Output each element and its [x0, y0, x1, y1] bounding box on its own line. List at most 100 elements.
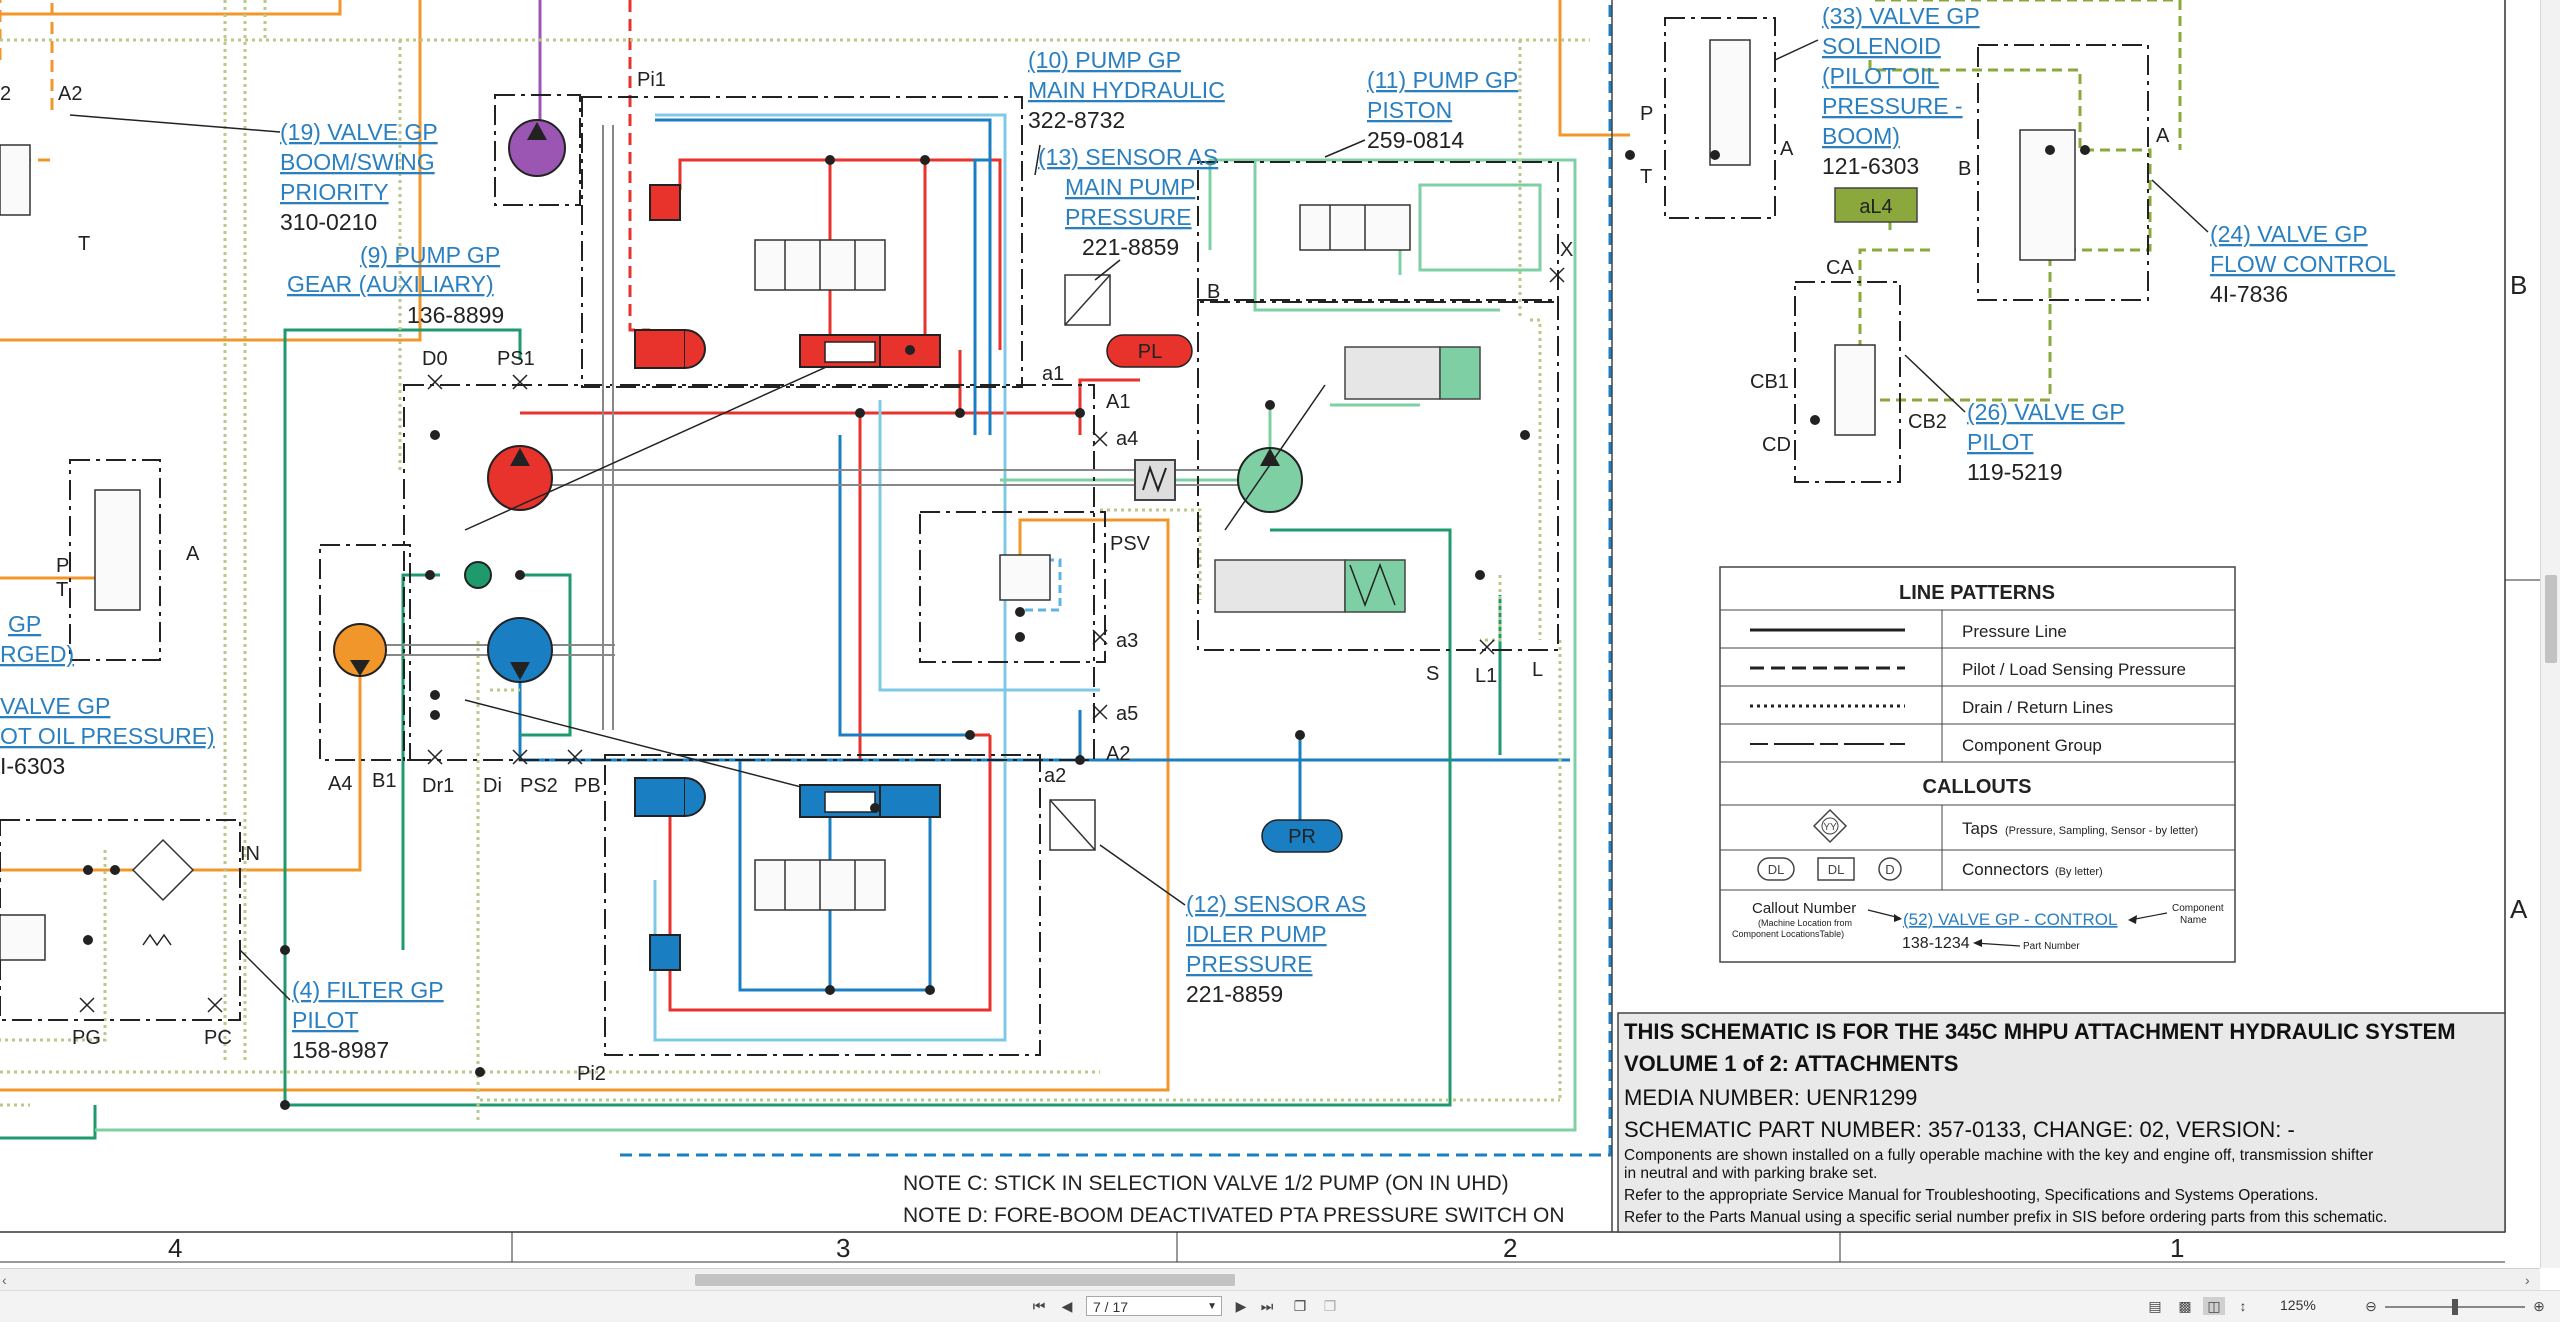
- callout-33-line4[interactable]: PRESSURE -: [1822, 93, 1963, 119]
- legend-connector-1: DL: [1768, 862, 1785, 877]
- callout-left-a[interactable]: GP: [8, 611, 41, 637]
- callout-12-line2[interactable]: IDLER PUMP: [1186, 921, 1327, 947]
- title-line7: Refer to the appropriate Service Manual …: [1624, 1187, 2318, 1204]
- part-11: 259-0814: [1367, 127, 1464, 153]
- legend-connectors-label: Connectors: [1962, 860, 2049, 879]
- vertical-scroll-thumb[interactable]: [2545, 575, 2557, 663]
- callout-33[interactable]: (33) VALVE GP: [1822, 3, 1980, 29]
- continuous-view-icon[interactable]: ▩: [2178, 1298, 2192, 1314]
- view-copy-icon[interactable]: ❐: [1293, 1298, 1307, 1314]
- callout-12[interactable]: (12) SENSOR AS: [1186, 891, 1366, 917]
- title-line1: THIS SCHEMATIC IS FOR THE 345C MHPU ATTA…: [1624, 1019, 2456, 1044]
- callout-19-line2[interactable]: BOOM/SWING: [280, 149, 435, 175]
- tag-pr: PR: [1288, 826, 1316, 848]
- callout-33-line3[interactable]: (PILOT OIL: [1822, 63, 1939, 89]
- label-pc: PC: [204, 1027, 232, 1049]
- callout-4-line2[interactable]: PILOT: [292, 1007, 358, 1033]
- zoom-in-icon[interactable]: ⊕: [2533, 1298, 2545, 1314]
- part-33: 121-6303: [1822, 153, 1919, 179]
- vertical-scrollbar[interactable]: [2540, 0, 2560, 1268]
- label-cb1: CB1: [1750, 371, 1789, 393]
- title-line4: SCHEMATIC PART NUMBER: 357-0133, CHANGE:…: [1624, 1117, 2295, 1142]
- schematic-sheet: PL PR aL4 (19) VALVE GP BOOM/SWING PRIOR…: [0, 0, 2540, 1263]
- legend-line-patterns: YY DL DL D LINE PATTERNS Pressure Line P…: [1719, 566, 2236, 963]
- label-b: B: [1207, 281, 1220, 303]
- part-24: 4I-7836: [2210, 281, 2288, 307]
- horizontal-scroll-thumb[interactable]: [695, 1274, 1235, 1286]
- page-number-field[interactable]: 7 / 17 ▼: [1086, 1296, 1222, 1316]
- legend-example-part: 138-1234: [1902, 935, 1970, 952]
- callout-24[interactable]: (24) VALVE GP: [2210, 221, 2368, 247]
- callout-13-line2[interactable]: MAIN PUMP: [1065, 174, 1195, 200]
- callout-33-line2[interactable]: SOLENOID: [1822, 33, 1941, 59]
- callout-10-line2[interactable]: MAIN HYDRAULIC: [1028, 77, 1225, 103]
- label-b24: B: [1958, 158, 1971, 180]
- callout-33-line5[interactable]: BOOM): [1822, 123, 1900, 149]
- callout-left-b[interactable]: VALVE GP: [0, 693, 110, 719]
- part-4: 158-8987: [292, 1037, 389, 1063]
- callout-4[interactable]: (4) FILTER GP: [292, 977, 444, 1003]
- previous-page-icon[interactable]: ◀: [1061, 1298, 1073, 1314]
- label-A1: A1: [1106, 391, 1130, 413]
- label-x: X: [1560, 239, 1573, 261]
- page-dropdown-icon[interactable]: ▼: [1207, 1301, 1217, 1312]
- label-a24: A: [2156, 125, 2170, 147]
- callout-9-line2[interactable]: GEAR (AUXILIARY): [287, 271, 494, 297]
- legend-callouts-title: CALLOUTS: [1923, 776, 2032, 798]
- callout-11-line2[interactable]: PISTON: [1367, 97, 1452, 123]
- legend-callout-number: Callout Number: [1752, 900, 1856, 917]
- label-a33: A: [1780, 138, 1794, 160]
- first-page-icon[interactable]: ⏮: [1032, 1298, 1046, 1314]
- label-pi1: Pi1: [637, 69, 666, 91]
- label-l1: L1: [1475, 665, 1497, 687]
- label-a2: a2: [1044, 765, 1066, 787]
- zoom-out-icon[interactable]: ⊖: [2365, 1298, 2377, 1314]
- legend-example-callout[interactable]: (52) VALVE GP - CONTROL: [1903, 910, 2117, 929]
- legend-row-pressure: Pressure Line: [1962, 622, 2067, 641]
- callout-13-line3[interactable]: PRESSURE: [1065, 204, 1192, 230]
- label-ps1: PS1: [497, 348, 535, 370]
- label-pb: PB: [574, 775, 601, 797]
- legend-callout-sub2: Component LocationsTable): [1732, 929, 1844, 939]
- legend-row-drain: Drain / Return Lines: [1962, 698, 2113, 717]
- legend-taps-symbol: YY: [1823, 822, 1837, 833]
- callout-13[interactable]: (13) SENSOR AS: [1038, 144, 1218, 170]
- label-t33: T: [1640, 166, 1652, 188]
- callout-11[interactable]: (11) PUMP GP: [1367, 67, 1518, 93]
- grid-row-b: B: [2510, 270, 2527, 300]
- two-page-view-icon[interactable]: ◫: [2203, 1297, 2225, 1315]
- legend-connector-3: D: [1885, 862, 1894, 877]
- horizontal-scrollbar[interactable]: ‹ ›: [0, 1268, 2540, 1291]
- callout-left-b-line2[interactable]: OT OIL PRESSURE): [0, 723, 215, 749]
- zoom-slider-handle[interactable]: [2452, 1299, 2458, 1315]
- label-in: IN: [240, 843, 260, 865]
- callout-26[interactable]: (26) VALVE GP: [1967, 399, 2125, 425]
- label-di: Di: [483, 775, 502, 797]
- status-bar: ⏮ ◀ 7 / 17 ▼ ▶ ⏭ ❐ ❐ ▤ ▩ ◫ ↕ 125% ⊖ ⊕: [0, 1290, 2560, 1322]
- callout-26-line2[interactable]: PILOT: [1967, 429, 2033, 455]
- single-page-view-icon[interactable]: ▤: [2148, 1298, 2162, 1314]
- callout-19[interactable]: (19) VALVE GP: [280, 119, 438, 145]
- label-psv: PSV: [1110, 533, 1151, 555]
- scroll-right-arrow-icon[interactable]: ›: [2525, 1272, 2530, 1288]
- label-A2: A2: [1106, 743, 1130, 765]
- label-p33: P: [1640, 103, 1653, 125]
- callout-24-line2[interactable]: FLOW CONTROL: [2210, 251, 2395, 277]
- scroll-left-arrow-icon[interactable]: ‹: [2, 1272, 7, 1288]
- title-line5: Components are shown installed on a full…: [1624, 1147, 2373, 1164]
- fit-width-icon[interactable]: ↕: [2239, 1298, 2247, 1314]
- grid-col-2: 2: [1503, 1233, 1517, 1263]
- view-paste-icon[interactable]: ❐: [1323, 1298, 1337, 1314]
- callout-9[interactable]: (9) PUMP GP: [360, 242, 500, 268]
- next-page-icon[interactable]: ▶: [1235, 1298, 1247, 1314]
- label-s: S: [1426, 663, 1439, 685]
- label-t-left2: T: [56, 579, 68, 601]
- callout-left-a-line2[interactable]: RGED): [0, 641, 74, 667]
- grid-col-4: 4: [168, 1233, 182, 1263]
- label-pg: PG: [72, 1027, 101, 1049]
- last-page-icon[interactable]: ⏭: [1260, 1298, 1274, 1314]
- callout-10[interactable]: (10) PUMP GP: [1028, 47, 1181, 73]
- callout-19-line3[interactable]: PRIORITY: [280, 179, 389, 205]
- callout-12-line3[interactable]: PRESSURE: [1186, 951, 1313, 977]
- label-cd: CD: [1762, 434, 1791, 456]
